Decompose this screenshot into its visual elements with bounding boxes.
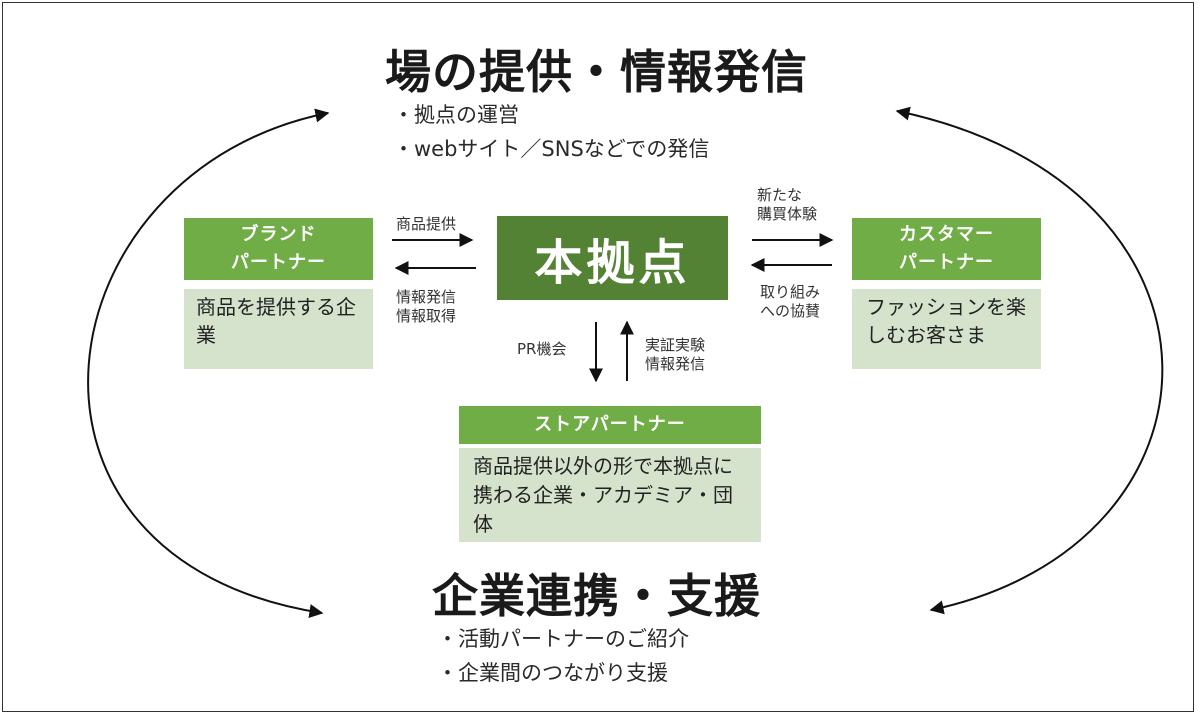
bullet-item: ・企業間のつながり支援	[437, 661, 668, 685]
hub-node: 本拠点	[497, 216, 728, 300]
bullet-item: ・拠点の運営	[393, 103, 519, 127]
customer-partner-description: ファッションを楽しむお客さま	[852, 289, 1041, 369]
label-new-shopping-experience: 新たな 購買体験	[757, 186, 817, 224]
heading-venue-and-information: 場の提供・情報発信	[385, 45, 808, 99]
label-pr-opportunity: PR機会	[517, 340, 567, 358]
label-product-supply: 商品提供	[396, 215, 457, 233]
label-join-line1: 取り組み	[760, 283, 821, 301]
label-new-line2: 購買体験	[757, 205, 818, 223]
brand-partner-header: ブランド パートナー	[184, 218, 373, 280]
brand-partner-title-line2: パートナー	[231, 252, 326, 273]
label-info-line2: 情報取得	[396, 307, 457, 325]
label-demo-line2: 情報発信	[645, 355, 706, 373]
bullet-item: ・活動パートナーのご紹介	[437, 627, 689, 651]
label-join-line2: への協賛	[760, 302, 821, 320]
customer-partner-title-line1: カスタマー	[899, 224, 994, 245]
bullet-item: ・webサイト／SNSなどでの発信	[393, 137, 710, 161]
label-info-exchange: 情報発信 情報取得	[396, 288, 456, 326]
store-partner-description: 商品提供以外の形で本拠点に携わる企業・アカデミア・団体	[459, 448, 761, 542]
label-info-line1: 情報発信	[396, 288, 457, 306]
label-demonstration: 実証実験 情報発信	[645, 336, 705, 374]
label-new-line1: 新たな	[757, 186, 803, 204]
right-cycle-arrow	[895, 106, 1164, 615]
brand-partner-description: 商品を提供する企業	[184, 289, 373, 369]
heading-corporate-collaboration: 企業連携・支援	[432, 569, 761, 623]
brand-partner-title-line1: ブランド	[240, 224, 317, 245]
bullet-list-bottom: ・活動パートナーのご紹介 ・企業間のつながり支援	[437, 622, 689, 690]
customer-partner-title-line2: パートナー	[899, 252, 994, 273]
label-demo-line1: 実証実験	[645, 336, 706, 354]
bullet-list-top: ・拠点の運営 ・webサイト／SNSなどでの発信	[393, 98, 709, 166]
left-cycle-arrow	[87, 108, 330, 618]
label-sponsorship: 取り組み への協賛	[760, 283, 820, 321]
customer-partner-header: カスタマー パートナー	[852, 218, 1041, 280]
store-partner-header: ストアパートナー	[459, 406, 761, 444]
